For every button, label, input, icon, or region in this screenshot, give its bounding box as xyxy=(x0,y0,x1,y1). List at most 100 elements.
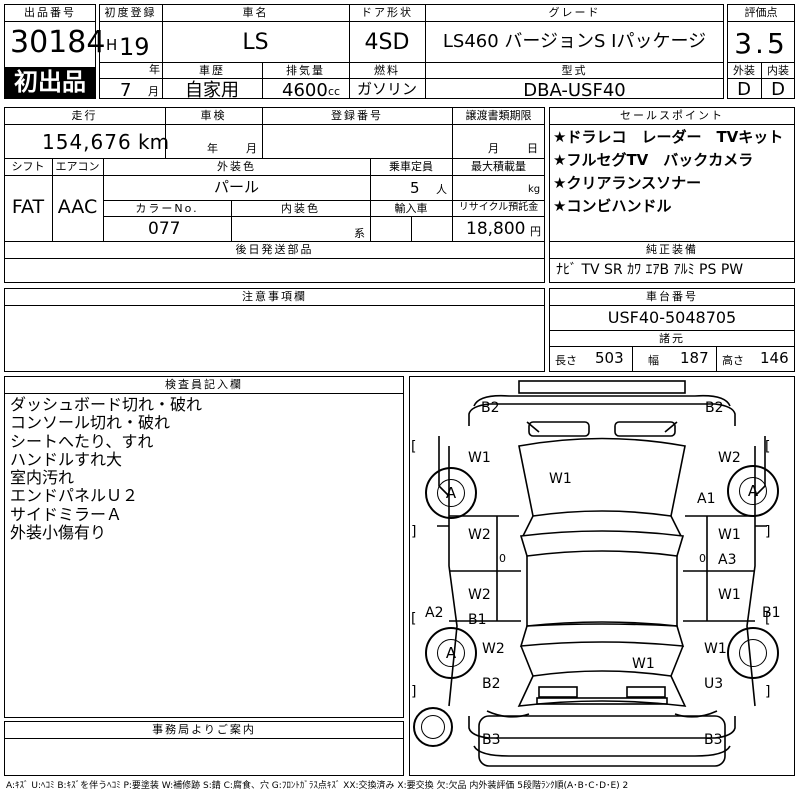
inspector-notes: ダッシュボード切れ・破れ コンソール切れ・破れ シートへたり、すれ ハンドルすれ… xyxy=(10,395,203,543)
year-unit: 年 xyxy=(149,63,160,76)
mark-door-rl-b: B1 xyxy=(468,612,487,628)
mark-door-fr-w: W1 xyxy=(718,527,741,543)
office-header: 事務局よりご案内 xyxy=(152,723,256,736)
mark-zero-right: 0 xyxy=(699,552,706,565)
legend: A:ｷｽﾞ U:ﾍｺﾐ B:ｷｽﾞを伴うﾍｺﾐ P:要塗装 W:補修跡 S:錆 … xyxy=(6,781,629,791)
mileage-header: 走行 xyxy=(71,109,98,122)
sales-box xyxy=(549,107,795,283)
bracket-fr-open: [ xyxy=(765,439,771,455)
lot-header: 出品番号 xyxy=(24,6,76,19)
fuel-header: 燃料 xyxy=(374,64,400,77)
inspector-note: エンドパネルＵ２ xyxy=(10,486,139,506)
transfer-month-unit: 月 xyxy=(488,142,499,155)
height: 146 xyxy=(760,349,789,367)
office-box xyxy=(4,721,404,776)
int-grade-header: 内装 xyxy=(767,64,789,77)
load-header: 最大積載量 xyxy=(471,160,526,173)
int-grade: D xyxy=(771,79,785,100)
fuel: ガソリン xyxy=(356,80,417,98)
inspector-header: 検査員記入欄 xyxy=(165,378,243,391)
car-diagram-box xyxy=(409,376,795,776)
grade-header: グレード xyxy=(548,6,601,19)
bracket-rr-close: ] xyxy=(765,684,771,700)
capacity-unit: 人 xyxy=(436,183,447,196)
wheel-rear-right xyxy=(727,627,779,679)
height-label: 高さ xyxy=(722,354,744,367)
wheel-rear-right-hub xyxy=(739,639,767,667)
length: 503 xyxy=(595,349,624,367)
model-header: 型式 xyxy=(561,64,588,77)
wheel-rear-left xyxy=(425,627,477,679)
wheel-front-right xyxy=(727,465,779,517)
mark-rear-end: U3 xyxy=(704,676,724,692)
sales-point: ★コンビハンドル xyxy=(553,197,672,215)
mark-wheel-rl: A xyxy=(445,644,457,662)
wheel-front-left xyxy=(425,467,477,519)
sales-point: ★フルセグTV バックカメラ xyxy=(553,151,754,169)
mileage: 154,676 xyxy=(42,130,132,154)
displacement-header: 排気量 xyxy=(286,64,325,77)
mark-front-bumper-left: B2 xyxy=(481,400,500,416)
mark-rear-bottom-right: B3 xyxy=(704,732,723,748)
car-diagram xyxy=(437,380,767,767)
inspector-note: ハンドルすれ大 xyxy=(10,449,123,469)
color-no: 077 xyxy=(148,219,181,239)
chassis-number: USF40-5048705 xyxy=(607,308,737,327)
mark-door-rl-w: W2 xyxy=(468,587,491,603)
mark-door-fl: W2 xyxy=(468,527,491,543)
spare-wheel-inner xyxy=(421,715,445,739)
history: 自家用 xyxy=(185,80,239,101)
first-listing-label: 初出品 xyxy=(14,68,86,96)
transfer-header: 譲渡書類期限 xyxy=(465,109,532,122)
main-top-box xyxy=(99,4,724,99)
ac: AAC xyxy=(57,196,98,218)
door-type: 4SD xyxy=(364,30,410,55)
inspector-note: シートへたり、すれ xyxy=(10,431,154,451)
score-header: 評価点 xyxy=(744,6,778,19)
sales-points: ★ドラレコ レーダー TVキット ★フルセグTV バックカメラ ★クリアランスソ… xyxy=(553,130,783,222)
history-header: 車歴 xyxy=(199,64,225,77)
mark-fender-fr: W2 xyxy=(718,450,741,466)
first-listing-badge xyxy=(5,67,95,98)
import-header: 輸入車 xyxy=(394,202,428,215)
insp-month-unit: 月 xyxy=(246,142,257,155)
spare-wheel xyxy=(413,707,453,747)
sales-header: セールスポイント xyxy=(620,109,724,122)
recycle: 18,800 xyxy=(466,219,526,239)
mark-door-rr: W1 xyxy=(718,587,741,603)
equipment-items: ﾅﾋﾞ TV SR ｶﾜ ｴｱB ｱﾙﾐ PS PW xyxy=(556,262,744,278)
name-header: 車名 xyxy=(242,6,269,19)
shift-header: シフト xyxy=(11,160,45,173)
bracket-fr-close: ] xyxy=(765,524,771,540)
width-label: 幅 xyxy=(648,354,659,367)
recycle-unit: 円 xyxy=(530,225,541,238)
model: DBA-USF40 xyxy=(523,80,626,101)
transfer-day-unit: 日 xyxy=(527,142,538,155)
era: H xyxy=(106,36,118,54)
inspection-header: 車検 xyxy=(200,109,227,122)
later-parts-header: 後日発送部品 xyxy=(235,243,314,256)
wheel-front-left-hub: A xyxy=(437,479,465,507)
mid-box xyxy=(4,107,545,283)
inspector-note: コンソール切れ・破れ xyxy=(10,413,171,433)
mileage-unit: km xyxy=(138,130,170,154)
mark-front-bumper-right: B2 xyxy=(705,400,724,416)
door-header: ドア形状 xyxy=(361,6,413,19)
int-color-header: 内装色 xyxy=(281,202,320,215)
inspector-note: 室内汚れ xyxy=(10,468,75,488)
width: 187 xyxy=(680,349,709,367)
int-color-unit: 系 xyxy=(354,227,365,240)
inspector-note: 外装小傷有り xyxy=(10,523,107,543)
reg-year: 19 xyxy=(119,33,150,61)
color-header: 外装色 xyxy=(217,160,256,173)
mark-rear-bottom-left: B3 xyxy=(482,732,501,748)
mark-zero-left: 0 xyxy=(499,552,506,565)
wheel-front-right-hub: A xyxy=(739,477,767,505)
inspector-box xyxy=(4,376,404,718)
inspector-note: ダッシュボード切れ・破れ xyxy=(10,395,203,414)
load-unit: kg xyxy=(528,184,541,195)
bracket-rr-open: [ xyxy=(765,611,771,627)
reg-month: 7 xyxy=(120,80,132,101)
ext-grade: D xyxy=(737,79,751,100)
mark-wheel-fr: A xyxy=(747,482,759,500)
